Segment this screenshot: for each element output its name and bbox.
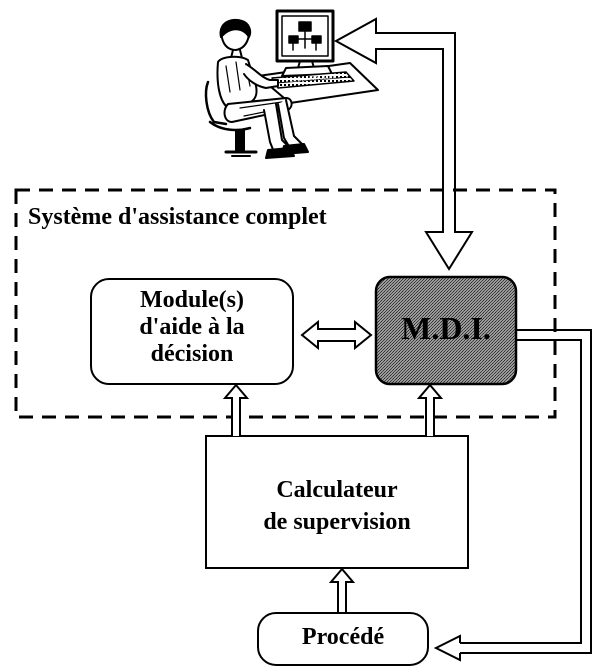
process-box: [257, 612, 429, 666]
monitor-screen-icon: [288, 21, 322, 51]
decision-module-line-1: Module(s): [140, 287, 244, 313]
mdi-to-process-arrow: [433, 329, 592, 662]
supervision-line-1: Calculateur: [276, 477, 398, 503]
decision-module-line-3: décision: [150, 340, 234, 367]
decision-mdi-arrow: [300, 319, 373, 351]
operator-mdi-exchange-arrow: [333, 17, 474, 271]
operator-workstation-icon: [204, 9, 379, 159]
mdi-label: M.D.I.: [401, 310, 491, 346]
supervision-to-mdi-arrow: [416, 383, 444, 436]
supervision-line-2: de supervision: [263, 509, 411, 536]
supervision-to-decision-arrow: [222, 383, 250, 436]
decision-module-box: [90, 278, 294, 385]
process-to-supervision-arrow: [328, 567, 356, 613]
decision-module-line-2: d'aide à la: [139, 313, 245, 340]
assistance-system-title: Système d'assistance complet: [28, 204, 327, 230]
assistance-system-frame: [14, 188, 557, 419]
process-label: Procédé: [301, 624, 385, 650]
supervision-computer-label: Calculateur de supervision: [206, 474, 468, 539]
decision-module-label: Module(s) d'aide à la décision: [95, 287, 289, 368]
supervision-computer-box: [205, 435, 469, 569]
